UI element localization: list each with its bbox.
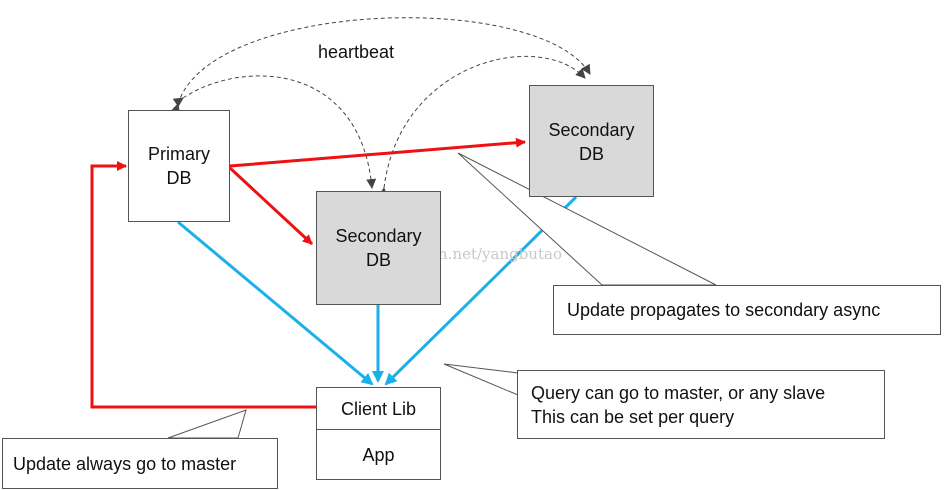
primary-db-line1: Primary <box>148 144 210 164</box>
callout-query-line1: Query can go to master, or any slave <box>531 382 826 403</box>
replicate-to-secondary-mid <box>228 166 314 246</box>
callout-master: Update always go to master <box>2 438 278 489</box>
callout-async-text: Update propagates to secondary async <box>567 300 881 320</box>
app-box: App <box>316 429 441 480</box>
secondary-mid-line1: Secondary <box>335 226 422 246</box>
heartbeat-mid-secondary-right <box>377 55 586 198</box>
secondary-db-node-right: Secondary DB <box>529 85 654 197</box>
heartbeat-links <box>170 17 591 198</box>
secondary-right-line2: DB <box>578 144 604 164</box>
secondary-right-line1: Secondary <box>548 120 635 140</box>
secondary-db-node-mid: Secondary DB <box>316 191 441 305</box>
callout-query-line2: This can be set per query <box>531 406 735 427</box>
callout-master-text: Update always go to master <box>13 453 237 474</box>
callout-query: Query can go to master, or any slave Thi… <box>517 370 885 439</box>
secondary-mid-line2: DB <box>365 250 391 270</box>
callout-master-pointer <box>167 409 247 439</box>
heartbeat-primary-secondary-right <box>170 17 591 115</box>
client-lib-label: Client Lib <box>340 398 417 419</box>
heartbeat-label: heartbeat <box>318 42 395 62</box>
callout-query-pointer <box>443 363 519 396</box>
primary-db-line2: DB <box>166 168 192 188</box>
callout-async: Update propagates to secondary async <box>553 285 941 335</box>
primary-db-node: Primary DB <box>128 110 230 222</box>
update-to-master-path <box>90 161 316 409</box>
replication-paths <box>90 137 526 409</box>
client-lib-box: Client Lib <box>316 387 441 430</box>
read-from-primary <box>177 220 374 386</box>
heartbeat-primary-secondary-mid <box>172 75 377 189</box>
replicate-to-secondary-right <box>229 137 526 168</box>
app-label: App <box>362 444 395 465</box>
